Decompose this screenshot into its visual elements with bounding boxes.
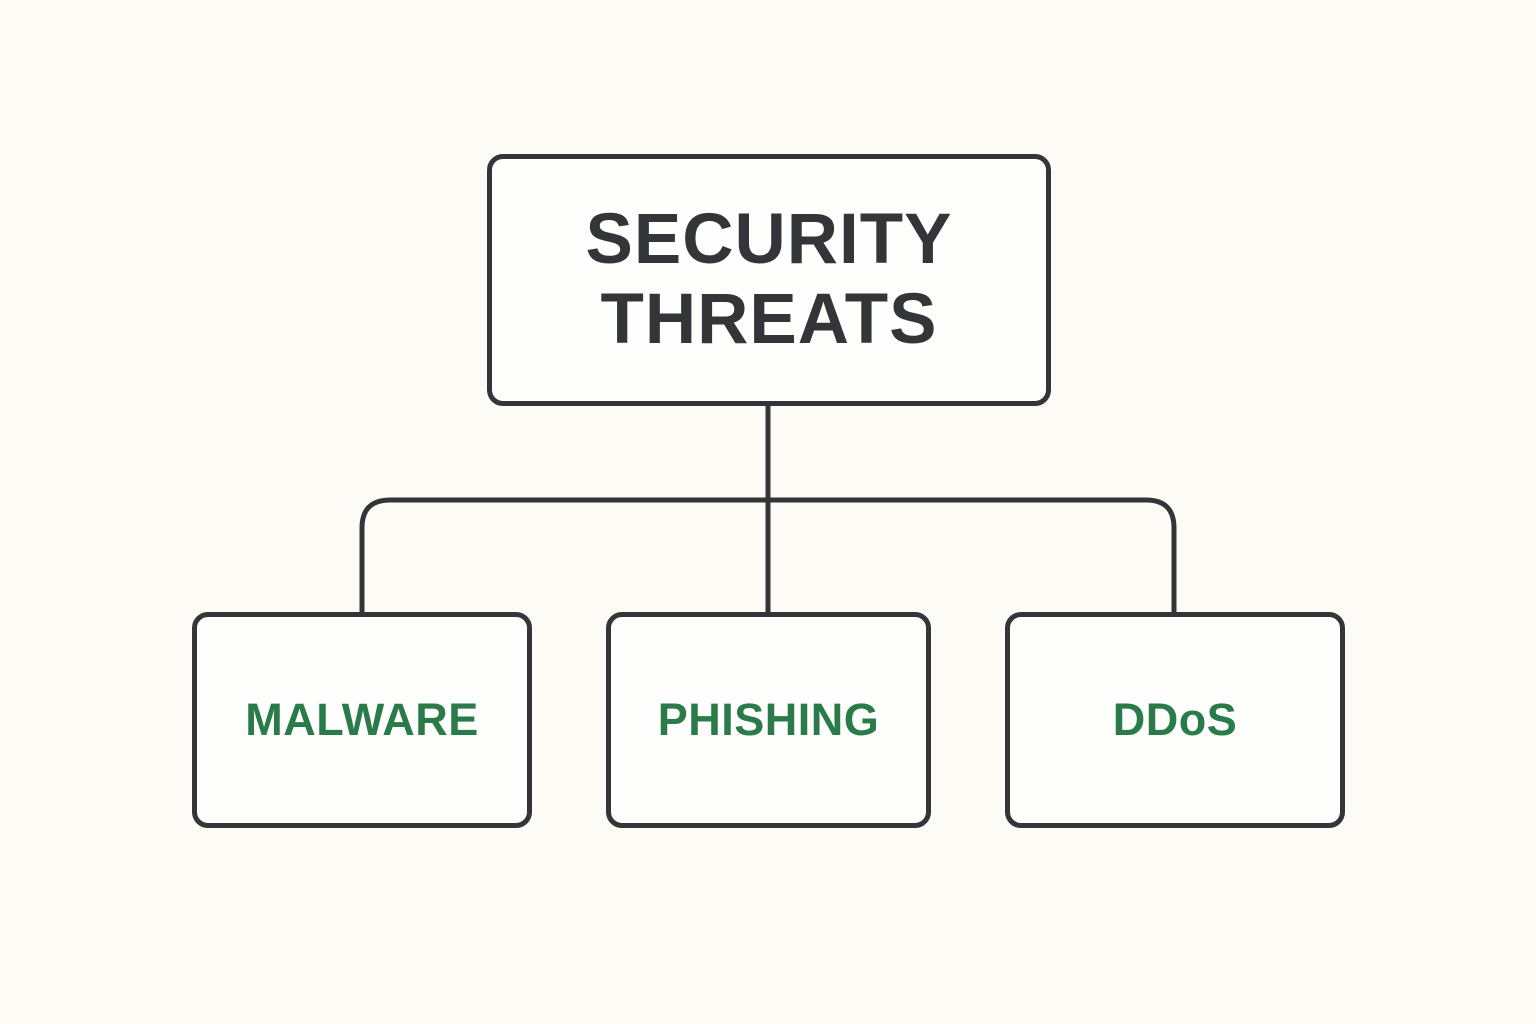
- child-node-ddos: DDoS: [1005, 612, 1345, 828]
- root-title-line-1: SECURITY: [585, 200, 953, 279]
- root-node-security-threats: SECURITY THREATS: [487, 154, 1051, 406]
- root-title: SECURITY THREATS: [586, 200, 953, 360]
- child-node-malware: MALWARE: [192, 612, 532, 828]
- child-node-phishing: PHISHING: [606, 612, 931, 828]
- child-label-malware: MALWARE: [245, 694, 479, 745]
- child-label-phishing: PHISHING: [657, 694, 880, 745]
- child-label-ddos: DDoS: [1112, 694, 1238, 745]
- connector-bus-left: [359, 497, 771, 615]
- connector-bus-right: [765, 497, 1177, 615]
- root-title-line-2: THREATS: [600, 280, 938, 359]
